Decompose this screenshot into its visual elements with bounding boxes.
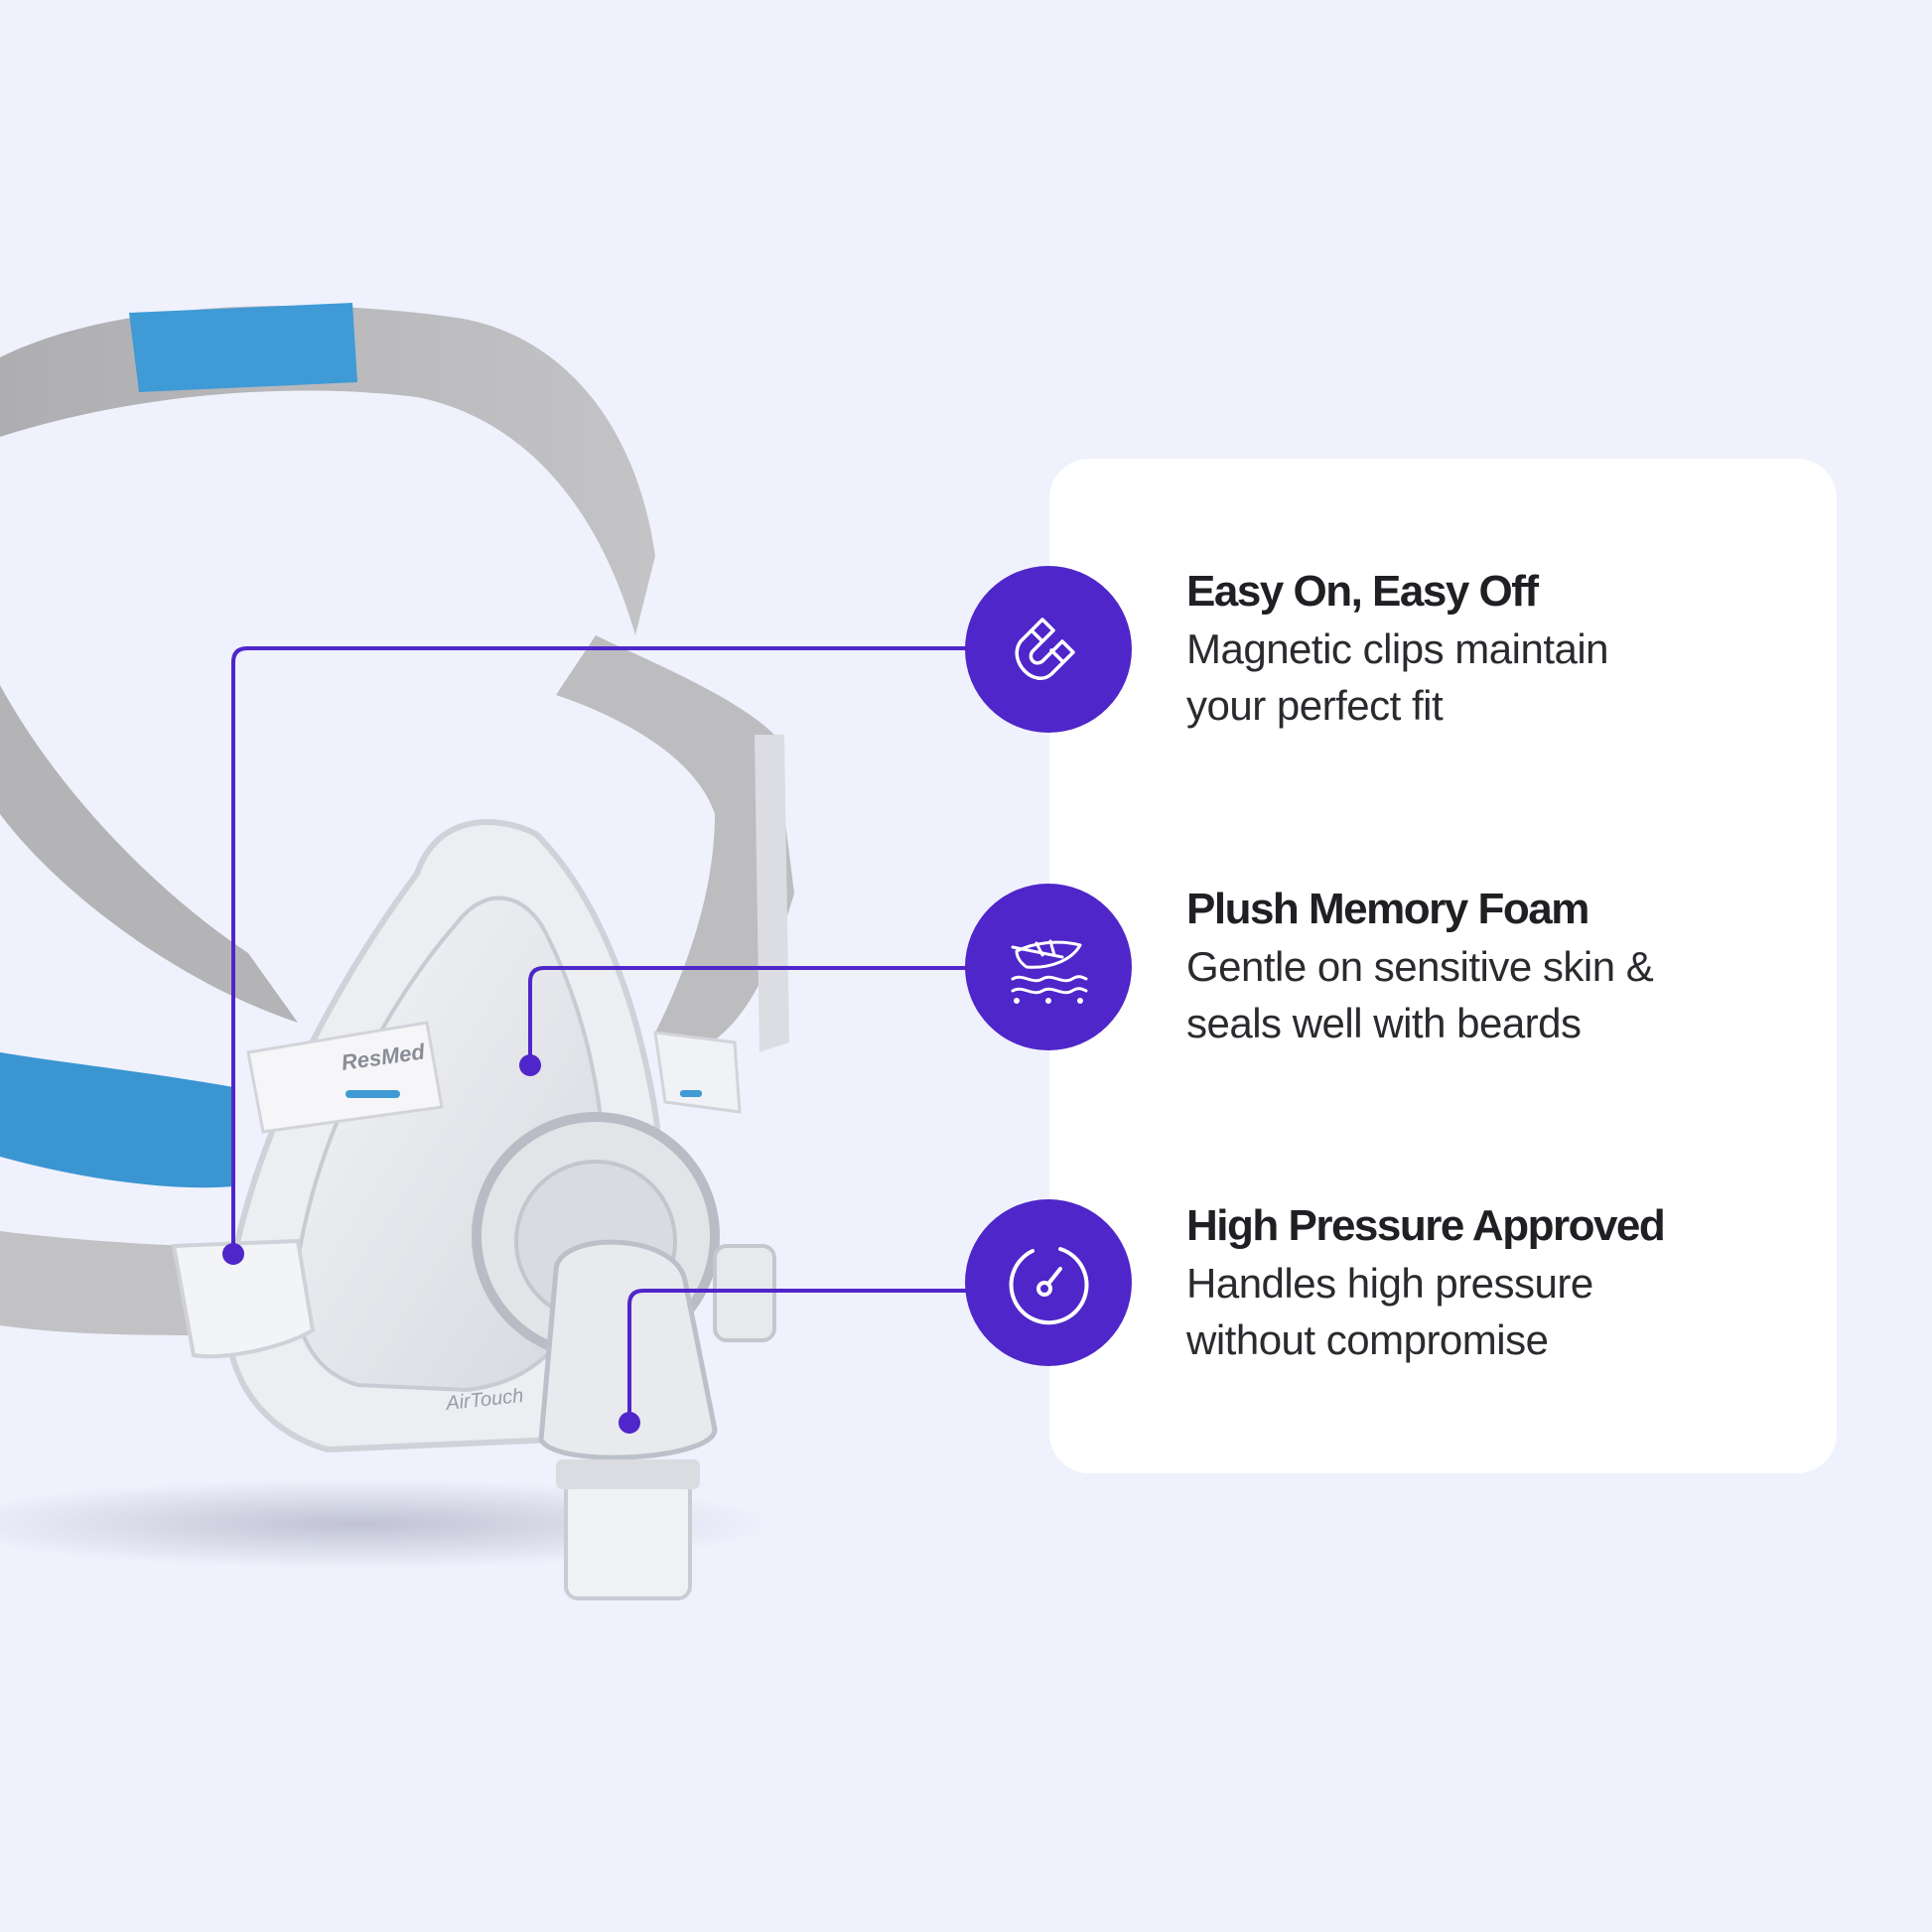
feature-title: Plush Memory Foam (1186, 885, 1589, 933)
feature-description-line: Gentle on sensitive skin & (1186, 943, 1654, 990)
feature-description-line: Handles high pressure (1186, 1260, 1593, 1307)
badge-high-pressure (965, 1199, 1132, 1366)
feature-title: Easy On, Easy Off (1186, 567, 1539, 616)
headgear-left-blue-pad (0, 1052, 233, 1188)
feature-title: High Pressure Approved (1186, 1201, 1666, 1250)
feather-icon (1011, 939, 1088, 1004)
feature-card (1049, 459, 1837, 1473)
gauge-icon (1009, 1247, 1089, 1325)
feature-memory-foam: Plush Memory Foam Gentle on sensitive sk… (1186, 881, 1822, 1051)
headgear-top-strap-blue-band (129, 303, 357, 392)
headgear-right-tab (755, 735, 789, 1052)
tube-connector-ring (556, 1459, 700, 1489)
badge-memory-foam (965, 884, 1132, 1050)
feature-description-line: your perfect fit (1186, 682, 1444, 729)
right-clip-accent (680, 1090, 702, 1097)
tube-connector (564, 1477, 692, 1600)
headgear-left-strap (0, 685, 298, 1023)
magnet-icon (1015, 618, 1075, 680)
resmed-clip-accent (345, 1090, 400, 1098)
right-swivel-nub (713, 1244, 776, 1342)
badge-magnetic-clips (965, 566, 1132, 733)
lower-left-clip (171, 1238, 316, 1359)
feature-easy-on-off: Easy On, Easy Off Magnetic clips maintai… (1186, 563, 1822, 734)
feature-high-pressure: High Pressure Approved Handles high pres… (1186, 1197, 1822, 1368)
right-frame-clip (653, 1031, 742, 1114)
headgear-lower-strap (0, 1231, 213, 1335)
feature-description-line: seals well with beards (1186, 1000, 1582, 1046)
feature-description-line: without compromise (1186, 1316, 1549, 1363)
feature-description-line: Magnetic clips maintain (1186, 625, 1609, 672)
